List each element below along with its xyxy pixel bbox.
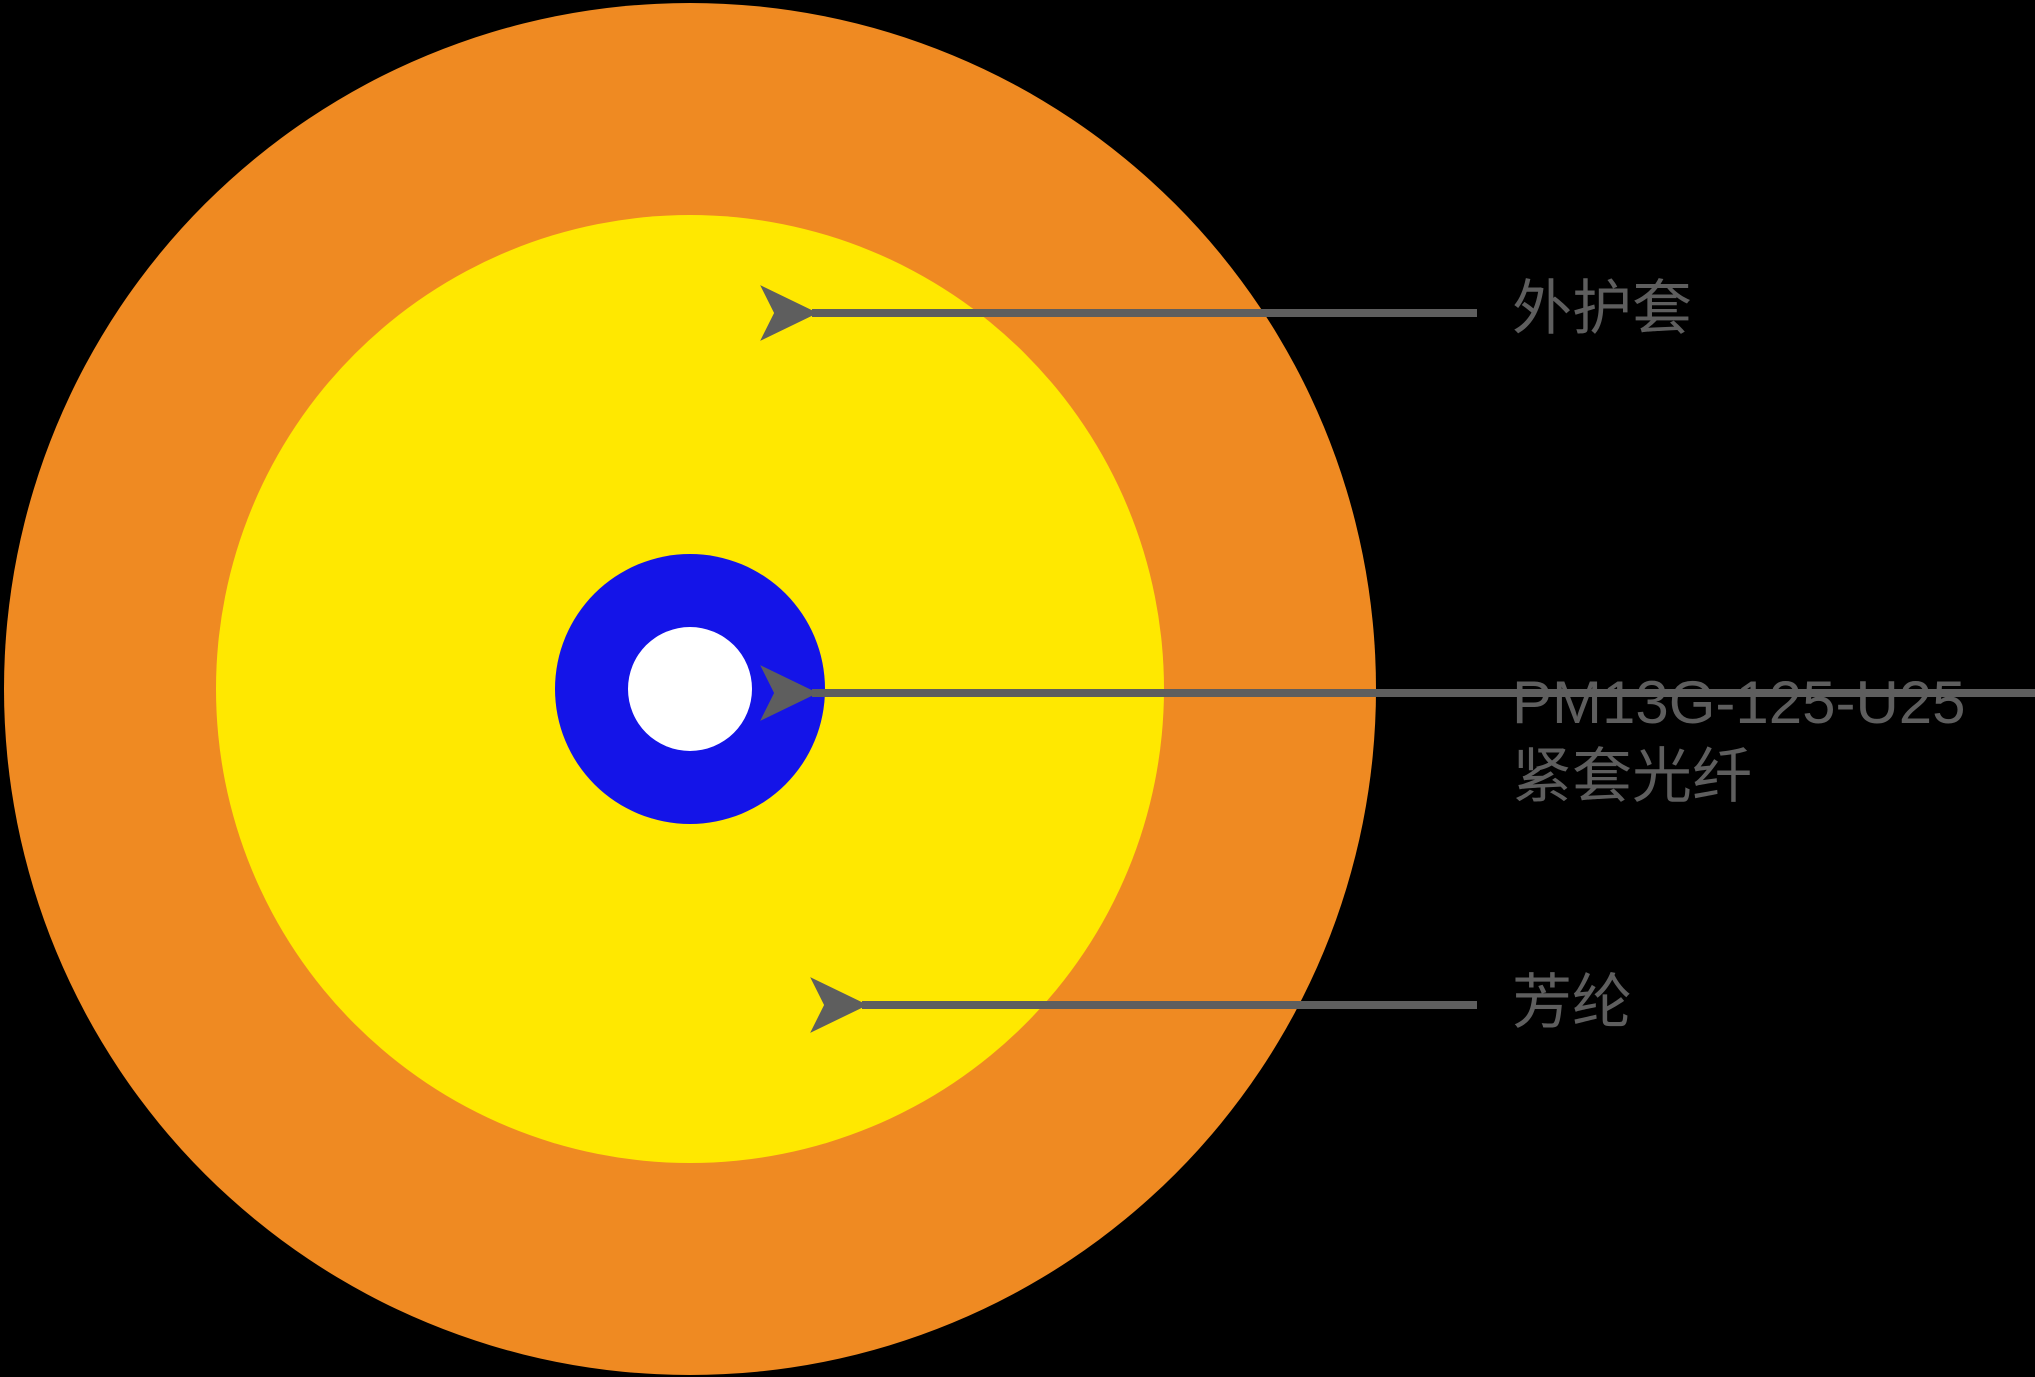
callout-label-fiber-code: PM13G-125-U25 <box>1512 669 1966 736</box>
callout-label-outer-jacket: 外护套 <box>1512 275 1692 342</box>
layer-fiber-core <box>628 627 752 751</box>
callout-label-fiber-name: 紧套光纤 <box>1512 743 1752 810</box>
callout-label-aramid: 芳纶 <box>1512 969 1632 1036</box>
callout-label-tight-buffered-fiber: PM13G-125-U25 紧套光纤 <box>1512 666 1966 814</box>
